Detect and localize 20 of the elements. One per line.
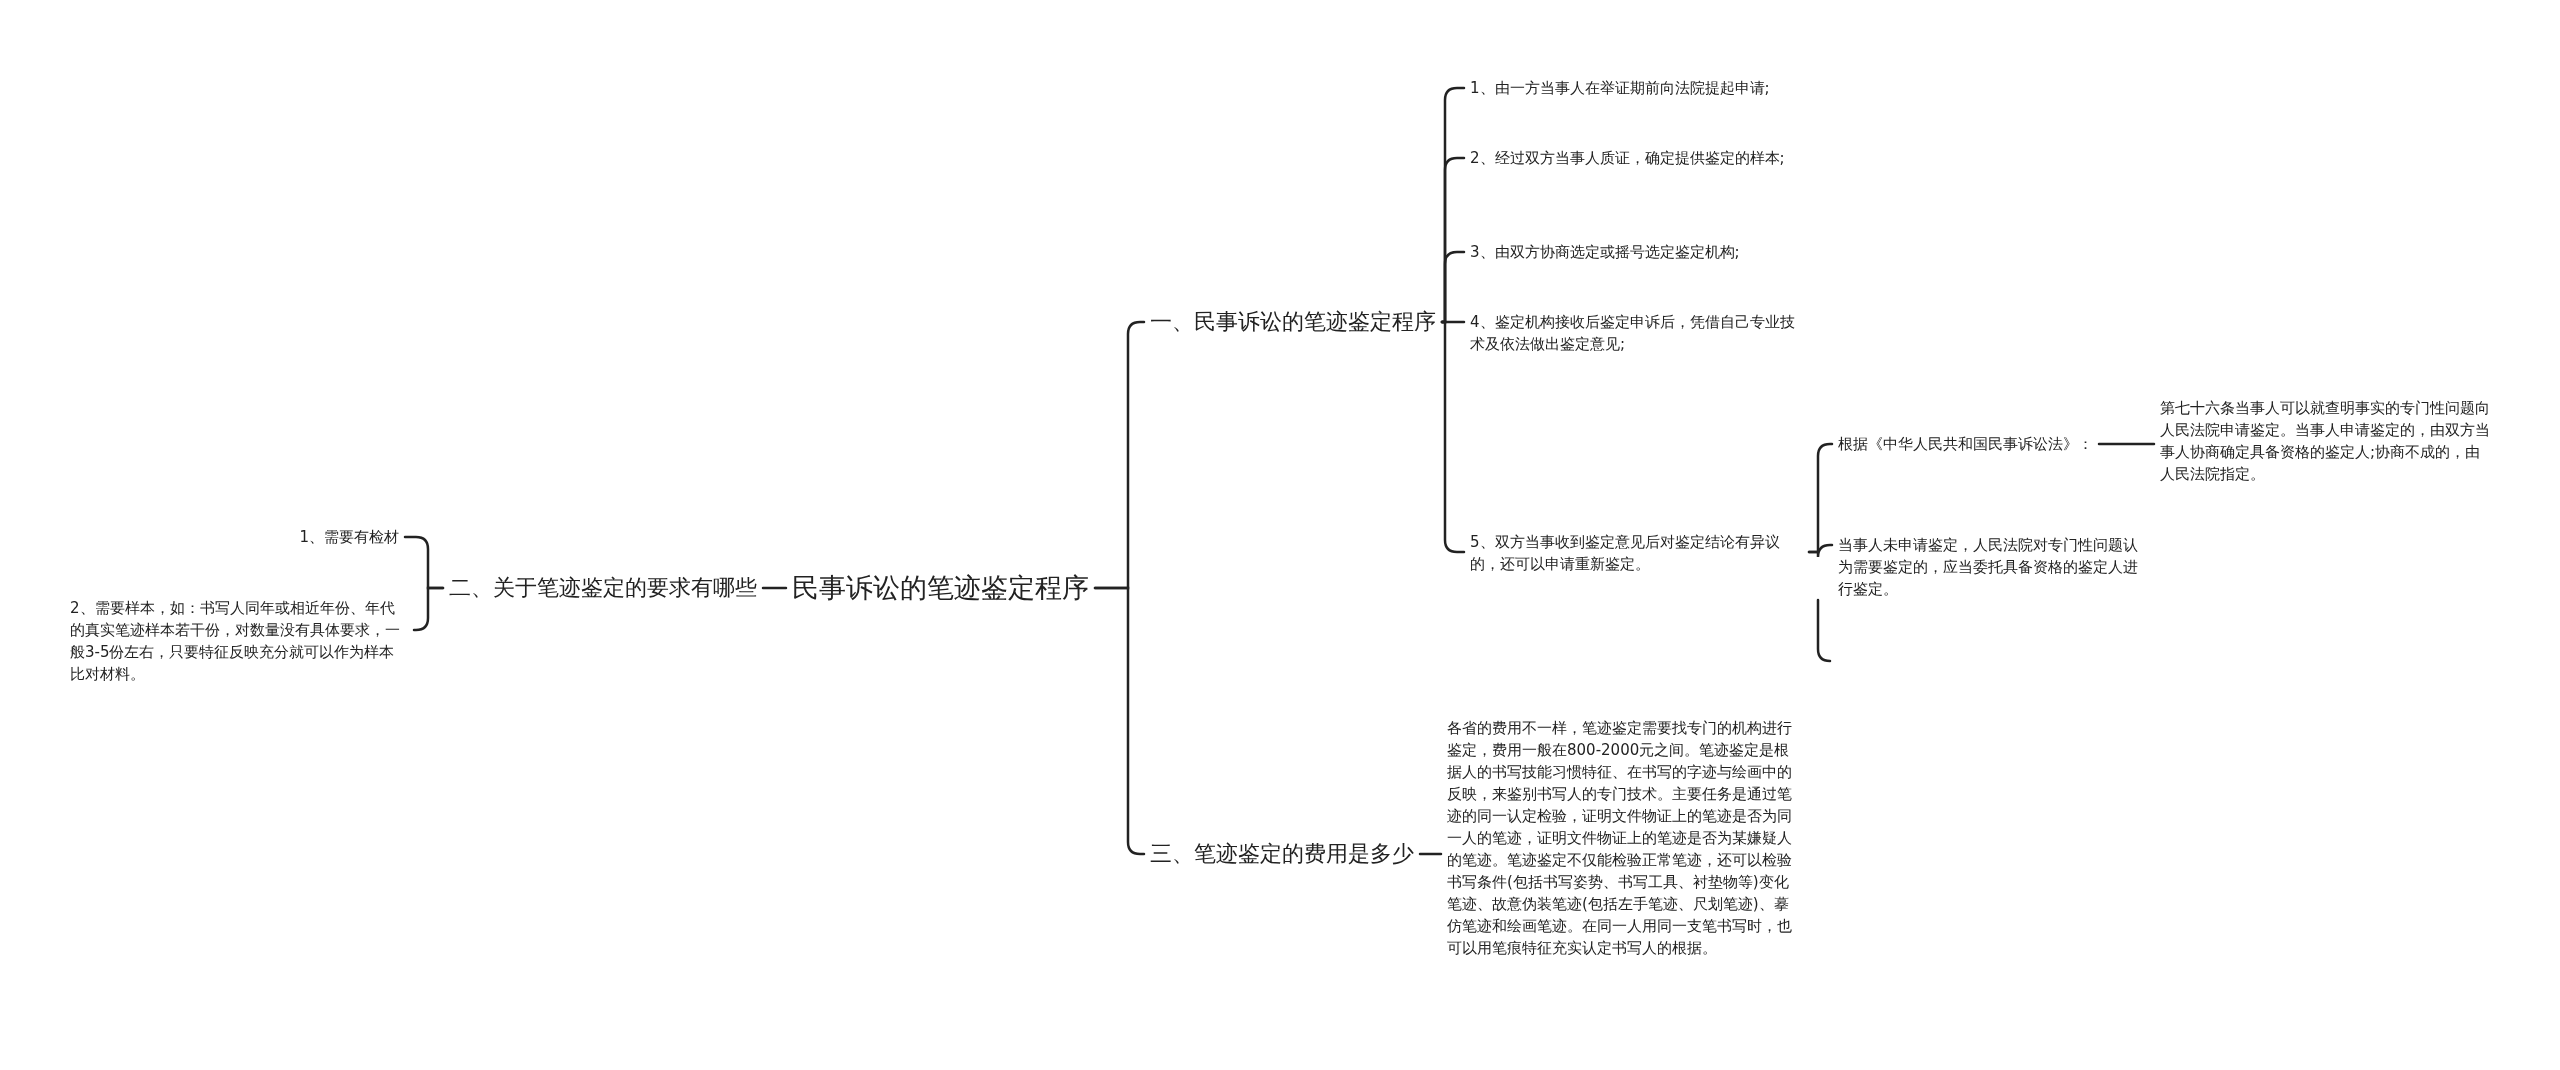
connector-line — [1807, 543, 1834, 559]
connector-line — [1418, 852, 1443, 856]
branch-topic: 一、民事诉讼的笔迹鉴定程序 — [1144, 307, 1442, 337]
leaf-text: 5、双方当事收到鉴定意见后对鉴定结论有异议的，还可以申请重新鉴定。 — [1464, 531, 1809, 575]
branch-topic: 二、关于笔迹鉴定的要求有哪些 — [443, 573, 763, 603]
leaf-text: 1、需要有检材 — [270, 526, 405, 548]
connector-line — [2097, 442, 2156, 446]
leaf-text: 3、由双方协商选定或摇号选定鉴定机构; — [1464, 241, 1809, 263]
leaf-text: 2、需要样本，如：书写人同年或相近年份、年代的真实笔迹样本若干份，对数量没有具体要求，一般3-5份左右，只要特征反映充分就可以作为样本比对材料。 — [64, 597, 414, 685]
branch-topic: 三、笔迹鉴定的费用是多少 — [1144, 839, 1420, 869]
leaf-text: 根据《中华人民共和国民事诉讼法》： — [1832, 433, 2099, 455]
leaf-text: 各省的费用不一样，笔迹鉴定需要找专门的机构进行鉴定，费用一般在800-2000元之间。笔迹鉴定是根据人的书写技能习惯特征、在书写的字迹与绘画中的反映，来鉴别书写人的专门技术。主要任务是通过笔迹的同一认定检验，证明文件物证上的笔迹是否为同一人的笔迹，证明文件物证上的笔迹是否为某嫌疑人的笔迹。笔迹鉴定不仅能检验正常笔迹，还可以检验书写条件(包括书写姿势、书写工具、衬垫物等)变化笔迹、故意伪装笔迹(包括左手笔迹、尺划笔迹)、摹仿笔迹和绘画笔迹。在同一人用同一支笔书写时，也可以用笔痕特征充实认定书写人的根据。 — [1441, 717, 1806, 959]
leaf-text: 2、经过双方当事人质证，确定提供鉴定的样本; — [1464, 147, 1809, 169]
leaf-text: 第七十六条当事人可以就查明事实的专门性问题向人民法院申请鉴定。当事人申请鉴定的，由双方当事人协商确定具备资格的鉴定人;协商不成的，由人民法院指定。 — [2154, 397, 2499, 485]
connector-line — [761, 586, 788, 590]
leaf-text: 1、由一方当事人在举证期前向法院提起申请; — [1464, 77, 1809, 99]
central-topic: 民事诉讼的笔迹鉴定程序 — [786, 570, 1095, 606]
leaf-text: 4、鉴定机构接收后鉴定申诉后，凭借自己专业技术及依法做出鉴定意见; — [1464, 311, 1809, 355]
leaf-text: 当事人未申请鉴定，人民法院对专门性问题认为需要鉴定的，应当委托具备资格的鉴定人进行鉴定。 — [1832, 534, 2147, 600]
connector-line — [412, 586, 445, 632]
